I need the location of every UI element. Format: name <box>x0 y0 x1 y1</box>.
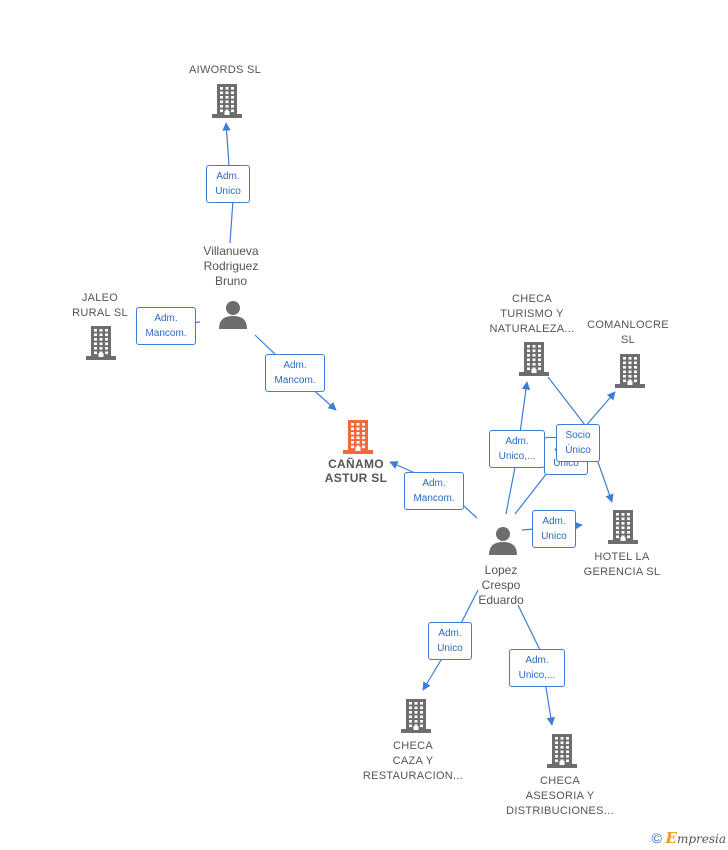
building-icon <box>615 354 645 388</box>
edge-role-label[interactable]: Adm.Mancom. <box>404 472 464 510</box>
node-canamo[interactable] <box>342 419 374 460</box>
edge-role-label[interactable]: Adm.Unico <box>206 165 250 203</box>
node-label-aiwords[interactable]: AIWORDS SL <box>188 64 262 76</box>
person-icon <box>219 301 247 329</box>
node-jaleo[interactable] <box>85 325 117 366</box>
building-icon <box>608 510 638 544</box>
building-icon <box>519 342 549 376</box>
node-comanlocre[interactable] <box>614 353 646 394</box>
edge-role-label[interactable]: Adm.Unico,... <box>489 430 545 468</box>
footer-brand: © Empresia <box>652 829 726 847</box>
building-icon <box>401 699 431 733</box>
empresia-logo: Empresia <box>665 829 727 847</box>
building-icon <box>212 84 242 118</box>
node-hotel[interactable] <box>607 509 639 550</box>
edge-role-label[interactable]: Adm.Unico,... <box>509 649 565 687</box>
node-lopez[interactable] <box>488 526 518 561</box>
building-icon <box>547 734 577 768</box>
building-icon <box>343 420 373 454</box>
node-villanueva[interactable] <box>218 300 248 335</box>
edge-role-label[interactable]: Adm.Mancom. <box>136 307 196 345</box>
copyright-symbol: © <box>651 830 662 846</box>
building-icon <box>86 326 116 360</box>
node-checa-caza[interactable] <box>400 698 432 739</box>
edge-role-label[interactable]: Adm.Mancom. <box>265 354 325 392</box>
node-aiwords[interactable] <box>211 83 243 124</box>
node-checa-asesoria[interactable] <box>546 733 578 774</box>
edge-role-label[interactable]: Adm.Unico <box>532 510 576 548</box>
person-icon <box>489 527 517 555</box>
node-checa-turismo[interactable] <box>518 341 550 382</box>
edge-role-label[interactable]: Adm.Unico <box>428 622 472 660</box>
